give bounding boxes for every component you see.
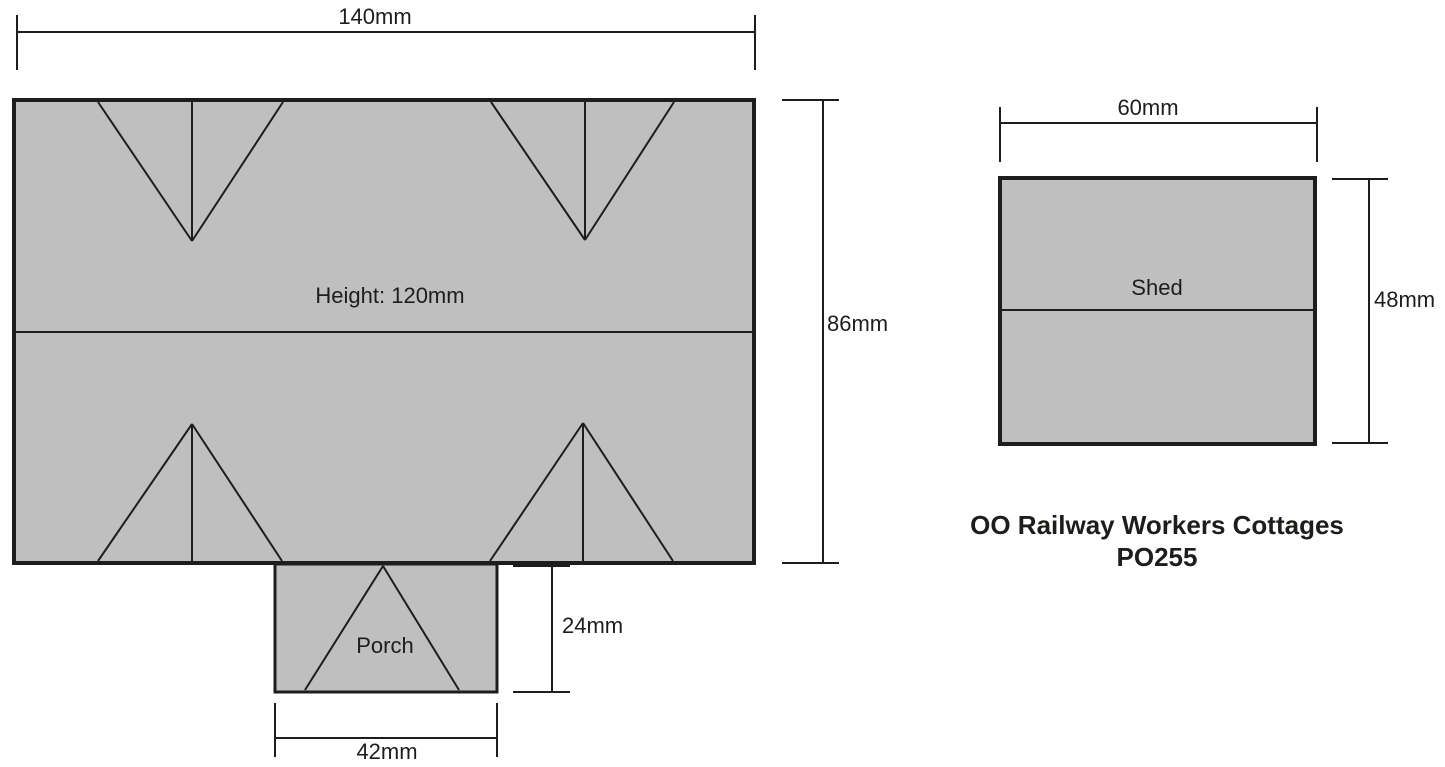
shed-width-dimension: 60mm (999, 95, 1318, 162)
product-title-line1: OO Railway Workers Cottages (970, 510, 1344, 540)
shed-depth-dimension: 48mm (1332, 178, 1435, 444)
valley-left-hip-left (97, 101, 193, 242)
roof-valley-top-left (97, 101, 284, 242)
product-title-line2: PO255 (1117, 542, 1198, 572)
porch-depth-dimension-label: 24mm (562, 613, 623, 638)
roof-gable-bottom-left (97, 423, 283, 562)
valley-right-hip-right (584, 101, 675, 241)
porch-gable-hip-right (382, 565, 460, 691)
main-width-dimension: 140mm (16, 4, 756, 70)
shed: Shed (998, 176, 1317, 446)
porch-width-dimension-label: 42mm (356, 739, 417, 764)
roof-gable-bottom-right (489, 422, 674, 562)
main-depth-dimension: 86mm (782, 99, 888, 564)
gable-right-hip-right (582, 422, 674, 562)
porch-width-dimension: 42mm (274, 703, 498, 764)
porch-label: Porch (356, 633, 413, 658)
main-building-height-label: Height: 120mm (315, 283, 464, 308)
porch-footprint (273, 562, 499, 694)
shed-width-dimension-label: 60mm (1117, 95, 1178, 120)
porch: Porch (273, 562, 499, 694)
gable-left-hip-right (191, 423, 283, 562)
valley-left-hip-right (191, 101, 284, 242)
main-width-dimension-label: 140mm (338, 4, 411, 29)
gable-right-hip-left (489, 422, 584, 562)
gable-left-hip-left (97, 423, 193, 562)
shed-label: Shed (1131, 275, 1182, 300)
porch-depth-dimension: 24mm (513, 565, 623, 693)
roof-valley-top-right (490, 101, 675, 241)
porch-gable-hip-left (304, 565, 384, 691)
main-depth-dimension-label: 86mm (827, 311, 888, 336)
shed-depth-dimension-label: 48mm (1374, 287, 1435, 312)
main-building: Height: 120mm (12, 98, 756, 565)
product-title: OO Railway Workers Cottages PO255 (970, 510, 1344, 572)
valley-right-hip-left (490, 101, 586, 241)
